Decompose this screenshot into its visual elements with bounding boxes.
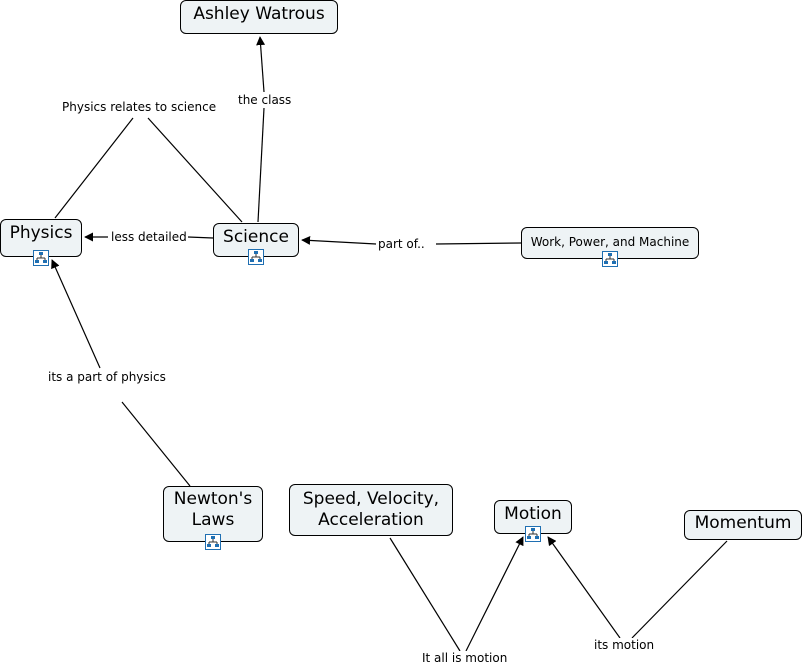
submap-icon[interactable] (248, 249, 264, 265)
submap-icon-graphic (602, 251, 618, 267)
submap-icon-graphic (248, 249, 264, 265)
connector-science-theclass (257, 107, 265, 223)
link-its-motion[interactable]: its motion (593, 638, 656, 652)
submap-icon-graphic (525, 526, 541, 542)
connector-partof-science (301, 235, 377, 245)
concept-speed-velocity-acceleration[interactable]: Speed, Velocity, Acceleration (289, 484, 453, 536)
connector-theclass-ashley (256, 36, 266, 93)
concept-label: Newton's Laws (173, 489, 253, 531)
concept-newtons-laws[interactable]: Newton's Laws (163, 486, 263, 542)
connector-science-lessdetailed (187, 236, 214, 239)
link-it-all-is-motion[interactable]: It all is motion (421, 651, 509, 665)
concept-motion[interactable]: Motion (494, 500, 572, 534)
submap-icon[interactable] (602, 251, 618, 267)
submap-icon[interactable] (33, 250, 49, 266)
concept-label: Speed, Velocity, Acceleration (302, 489, 440, 531)
concept-ashley-watrous[interactable]: Ashley Watrous (180, 0, 338, 34)
submap-icon-graphic (33, 250, 49, 266)
concept-momentum[interactable]: Momentum (684, 510, 802, 540)
link-the-class[interactable]: the class (237, 93, 293, 107)
link-its-a-part-of-physics[interactable]: its a part of physics (47, 370, 167, 384)
concept-work-power-machine[interactable]: Work, Power, and Machine (521, 227, 699, 259)
concept-label: Science (223, 227, 289, 247)
connector-partofphysics-physics (51, 259, 101, 369)
connector-physics-relates (54, 117, 134, 219)
connector-work-partof (435, 242, 522, 245)
concept-label: Motion (504, 504, 562, 524)
concept-label: Ashley Watrous (193, 4, 325, 24)
concept-label: Physics (9, 223, 73, 243)
connector-speed-allismotion (389, 537, 461, 652)
link-less-detailed[interactable]: less detailed (110, 230, 188, 244)
connector-itsmotion-motion (547, 536, 621, 639)
submap-icon-graphic (205, 534, 221, 550)
connector-allismotion-motion (465, 536, 524, 652)
connector-momentum-itsmotion (631, 540, 728, 639)
submap-icon[interactable] (205, 534, 221, 550)
concept-physics[interactable]: Physics (0, 219, 82, 257)
connector-relates-science (147, 117, 243, 223)
submap-icon[interactable] (525, 526, 541, 542)
concept-label: Work, Power, and Machine (530, 235, 690, 249)
concept-label: Momentum (694, 513, 792, 533)
connector-newton-partofphysics (121, 401, 191, 487)
link-physics-relates-to-science[interactable]: Physics relates to science (61, 100, 218, 114)
link-part-of[interactable]: part of.. (377, 237, 426, 251)
